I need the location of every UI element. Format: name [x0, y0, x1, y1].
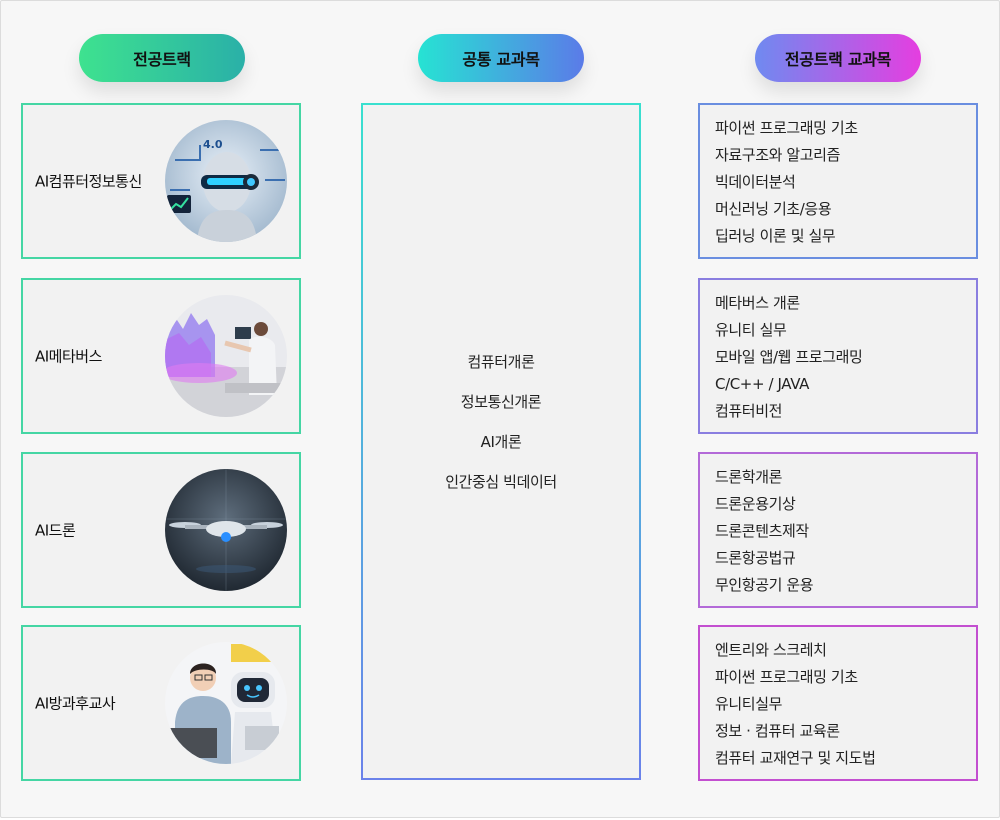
track-label: AI컴퓨터정보통신 — [35, 172, 142, 191]
course-item: 엔트리와 스크레치 — [715, 641, 827, 659]
header-major-track: 전공트랙 — [79, 34, 245, 82]
course-item: 무인항공기 운용 — [715, 576, 814, 594]
course-item: 유니티실무 — [715, 695, 783, 713]
svg-text:4.0: 4.0 — [203, 138, 223, 151]
track-box-ai-metaverse: AI메타버스 — [21, 278, 301, 434]
person-holographic-interface-image — [165, 295, 287, 417]
course-item: 정보 · 컴퓨터 교육론 — [715, 722, 840, 740]
common-courses-list: 컴퓨터개론 정보통신개론 AI개론 인간중심 빅데이터 — [363, 349, 639, 509]
common-courses-box: 컴퓨터개론 정보통신개론 AI개론 인간중심 빅데이터 — [361, 103, 641, 780]
track-box-ai-computer: AI컴퓨터정보통신 4.0 — [21, 103, 301, 259]
header-track-courses: 전공트랙 교과목 — [755, 34, 921, 82]
course-item: 파이썬 프로그래밍 기초 — [715, 668, 858, 686]
common-course: AI개론 — [480, 433, 522, 451]
course-item: 컴퓨터비전 — [715, 402, 783, 420]
track-courses-box-4: 엔트리와 스크레치 파이썬 프로그래밍 기초 유니티실무 정보 · 컴퓨터 교육… — [698, 625, 978, 781]
humanoid-vr-robot-image: 4.0 — [165, 120, 287, 242]
course-item: 머신러닝 기초/응용 — [715, 200, 832, 218]
track-label: AI메타버스 — [35, 347, 102, 366]
track-courses-box-3: 드론학개론 드론운용기상 드론콘텐츠제작 드론항공법규 무인항공기 운용 — [698, 452, 978, 608]
track-courses-box-2: 메타버스 개론 유니티 실무 모바일 앱/웹 프로그래밍 C/C++ / JAV… — [698, 278, 978, 434]
course-item: C/C++ / JAVA — [715, 375, 809, 393]
course-item: 파이썬 프로그래밍 기초 — [715, 119, 858, 137]
course-item: 드론항공법규 — [715, 549, 796, 567]
course-item: 빅데이터분석 — [715, 173, 796, 191]
course-item: 드론운용기상 — [715, 495, 796, 513]
track-box-ai-afterschool-teacher: AI방과후교사 — [21, 625, 301, 781]
course-item: 자료구조와 알고리즘 — [715, 146, 840, 164]
track-label: AI드론 — [35, 521, 76, 540]
track-label: AI방과후교사 — [35, 694, 116, 713]
course-item: 딥러닝 이론 및 실무 — [715, 227, 836, 245]
course-item: 유니티 실무 — [715, 321, 787, 339]
course-item: 드론콘텐츠제작 — [715, 522, 809, 540]
course-item: 컴퓨터 교재연구 및 지도법 — [715, 749, 876, 767]
track-courses-box-1: 파이썬 프로그래밍 기초 자료구조와 알고리즘 빅데이터분석 머신러닝 기초/응… — [698, 103, 978, 259]
common-course: 인간중심 빅데이터 — [445, 473, 557, 491]
course-item: 모바일 앱/웹 프로그래밍 — [715, 348, 863, 366]
course-item: 메타버스 개론 — [715, 294, 800, 312]
common-course: 컴퓨터개론 — [467, 353, 535, 371]
drone-image — [165, 469, 287, 591]
teacher-and-robot-image — [165, 642, 287, 764]
course-item: 드론학개론 — [715, 468, 783, 486]
header-common-courses: 공통 교과목 — [418, 34, 584, 82]
common-course: 정보통신개론 — [460, 393, 542, 411]
track-box-ai-drone: AI드론 — [21, 452, 301, 608]
